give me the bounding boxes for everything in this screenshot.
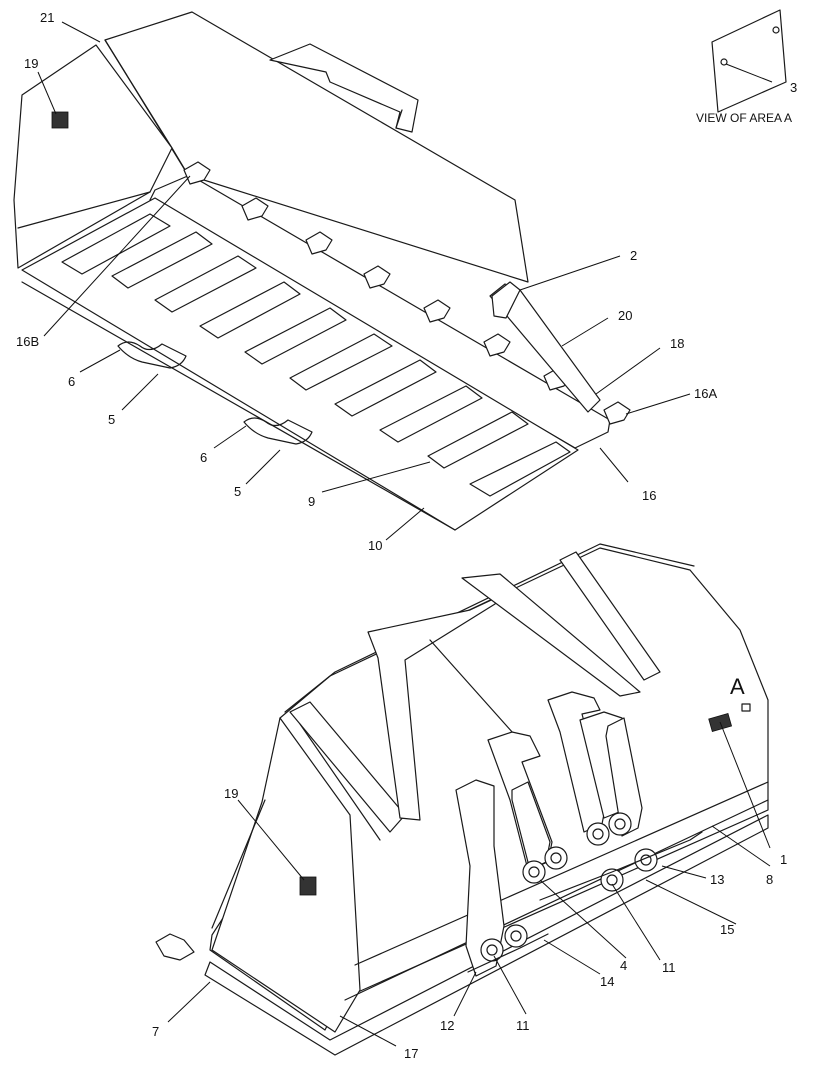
callout-14: 14 [600, 974, 614, 989]
callout-21: 21 [40, 10, 54, 25]
detail-hole [772, 26, 780, 34]
tooth-adapter [305, 231, 333, 255]
hinge-bracket [117, 341, 187, 369]
wear-plate [154, 255, 257, 313]
rib-edge [299, 723, 381, 841]
callout-10: 10 [368, 538, 382, 553]
back-ribs [289, 551, 661, 841]
callout-2: 2 [630, 248, 637, 263]
wear-plate [111, 231, 213, 289]
cat-logo-plate-top [51, 111, 69, 129]
wear-plate [61, 213, 171, 275]
rib [461, 573, 641, 697]
callout-4: 4 [620, 958, 627, 973]
detail-hole [720, 58, 728, 66]
detail-plate [711, 9, 787, 113]
hinge-bracket-set [455, 691, 703, 977]
side-cutter-right [489, 283, 601, 413]
wear-plate [469, 441, 571, 497]
callout-6-b: 6 [200, 450, 207, 465]
lower-hinge-brackets-front [117, 341, 313, 445]
leader-lines [37, 21, 773, 1047]
callout-16B: 16B [16, 334, 39, 349]
wear-plate [427, 411, 529, 469]
pin-boss [586, 822, 610, 846]
bottom-crease [354, 781, 769, 966]
callout-8: 8 [766, 872, 773, 887]
tooth-adapter [483, 333, 511, 357]
tooth-adapter-row [183, 161, 631, 425]
area-a-small-plate [741, 703, 751, 712]
callout-3: 3 [790, 80, 797, 95]
callout-18: 18 [670, 336, 684, 351]
pin-boss-bore [486, 944, 498, 956]
shell-top-edge [284, 543, 695, 713]
lower-bucket-view [155, 543, 769, 1056]
pin-bore [528, 866, 540, 878]
area-a-marker: A [730, 674, 745, 699]
callout-5-a: 5 [108, 412, 115, 427]
wear-plate [334, 359, 437, 417]
callout-13: 13 [710, 872, 724, 887]
view-of-area-a-caption: VIEW OF AREA A [696, 111, 792, 125]
pin-bore [550, 852, 562, 864]
center-guard [367, 595, 501, 821]
cat-logo-plate-bottom [299, 876, 317, 896]
pin-bore [510, 930, 522, 942]
pin-bore [606, 874, 618, 886]
rib [559, 551, 661, 681]
wear-plate [379, 385, 483, 443]
wear-plate [244, 307, 347, 365]
wear-plate [199, 281, 301, 339]
callout-9: 9 [308, 494, 315, 509]
wear-plate-grid [61, 213, 571, 497]
side-cutter-block [491, 281, 521, 319]
callout-16A: 16A [694, 386, 717, 401]
bottom-front-edge [21, 281, 456, 531]
callout-17: 17 [404, 1046, 418, 1061]
bottom-wear-strip [204, 814, 769, 1056]
corner-tooth [155, 933, 195, 961]
tooth-adapter [241, 197, 269, 221]
bracket-base-line [539, 831, 703, 901]
rear-mount-edge [395, 109, 403, 129]
callout-19-bottom: 19 [224, 786, 238, 801]
callout-16: 16 [642, 488, 656, 503]
callout-5-b: 5 [234, 484, 241, 499]
callout-labels: 21 19 2 20 18 16A 16B 6 5 6 5 9 16 10 3 … [16, 10, 797, 1061]
bottom-edge [344, 799, 769, 1001]
callout-11-b: 11 [516, 1018, 530, 1033]
pin-bore [614, 818, 626, 830]
callout-6-a: 6 [68, 374, 75, 389]
pin-boss [608, 812, 632, 836]
tooth-adapter [423, 299, 451, 323]
callout-11-a: 11 [662, 960, 676, 975]
tooth-adapter [363, 265, 391, 289]
callout-19-top: 19 [24, 56, 38, 71]
callout-15: 15 [720, 922, 734, 937]
upper-bucket-view [13, 11, 631, 531]
callout-1: 1 [780, 852, 787, 867]
hinge-ear [605, 717, 643, 837]
pin-bore [592, 828, 604, 840]
pin-boss [504, 924, 528, 948]
callout-20: 20 [618, 308, 632, 323]
hinge-bracket [243, 417, 313, 445]
callout-12: 12 [440, 1018, 454, 1033]
left-side-crease [17, 191, 151, 229]
tooth-adapter [183, 161, 211, 185]
left-side-plate-rear [211, 717, 361, 1033]
callout-7: 7 [152, 1024, 159, 1039]
pin-boss [544, 846, 568, 870]
pin-boss [522, 860, 546, 884]
area-a-detail-view [711, 9, 787, 113]
pin-boss [634, 848, 658, 872]
wear-plate [289, 333, 393, 391]
tooth-adapter [603, 401, 631, 425]
bucket-bottom-plate [21, 197, 579, 531]
bracket-base-line [467, 933, 549, 973]
